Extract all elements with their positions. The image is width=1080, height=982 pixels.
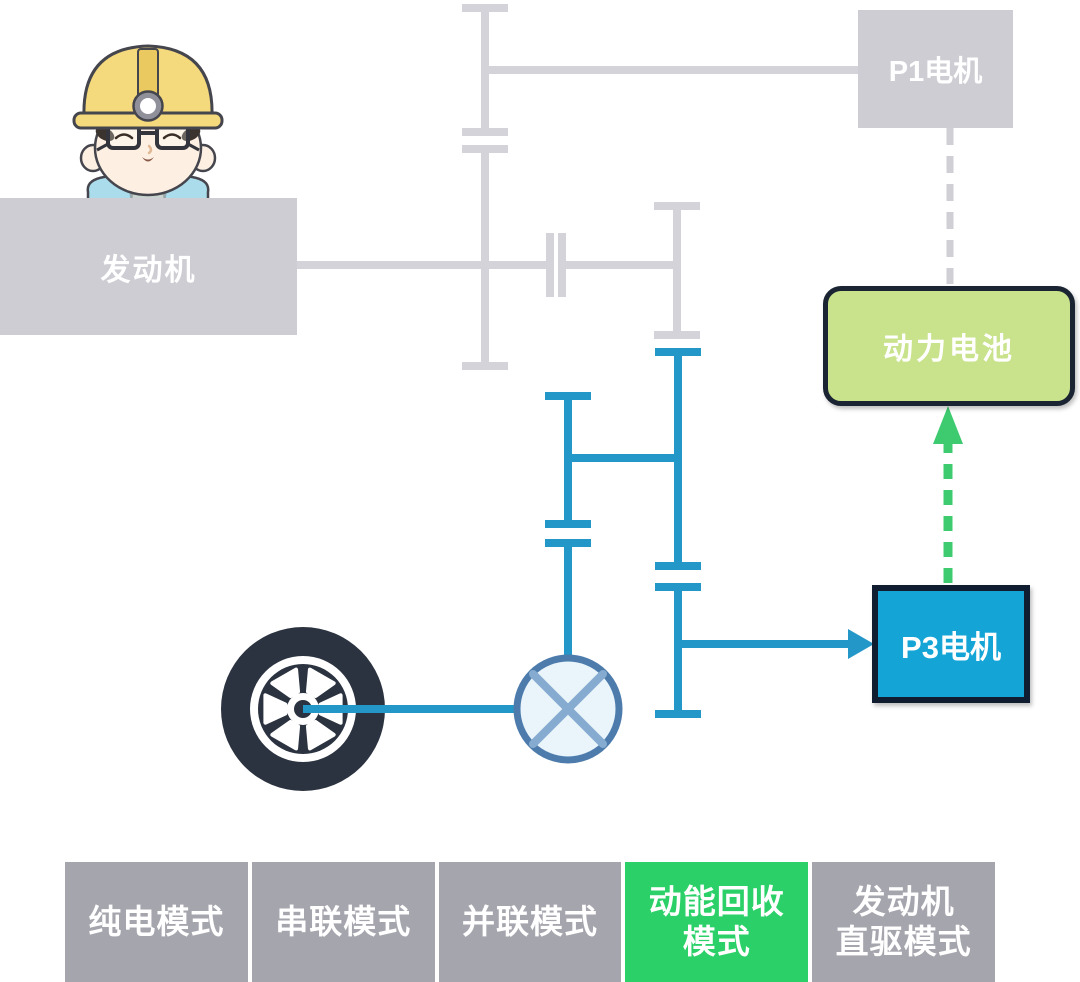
p1-motor-box: P1电机 bbox=[858, 10, 1013, 128]
battery-box: 动力电池 bbox=[823, 286, 1075, 406]
tab-pure-ev-mode[interactable]: 纯电模式 bbox=[65, 862, 248, 982]
engine-box: 发动机 bbox=[0, 198, 297, 335]
gray-shaft-lines bbox=[297, 4, 868, 370]
p1-motor-label: P1电机 bbox=[888, 56, 983, 88]
engineer-avatar bbox=[72, 44, 224, 217]
p3-drive-arrow bbox=[678, 629, 874, 659]
drive-mode-bar: 纯电模式 串联模式 并联模式 动能回收 模式 发动机 直驱模式 bbox=[65, 862, 995, 982]
tab-series-mode[interactable]: 串联模式 bbox=[251, 862, 435, 982]
clutch-icon bbox=[546, 233, 566, 297]
differential-icon bbox=[513, 654, 623, 764]
tab-energy-recovery-mode[interactable]: 动能回收 模式 bbox=[625, 862, 809, 982]
p3-motor-box: P3电机 bbox=[872, 585, 1030, 703]
tab-engine-direct-drive-mode[interactable]: 发动机 直驱模式 bbox=[812, 862, 995, 982]
battery-label: 动力电池 bbox=[883, 333, 1015, 366]
p3-motor-label: P3电机 bbox=[901, 629, 1001, 665]
engine-label: 发动机 bbox=[100, 253, 197, 287]
tab-parallel-mode[interactable]: 并联模式 bbox=[438, 862, 622, 982]
battery-charge-arrow bbox=[933, 406, 963, 583]
blue-shaft-lines bbox=[303, 348, 701, 718]
